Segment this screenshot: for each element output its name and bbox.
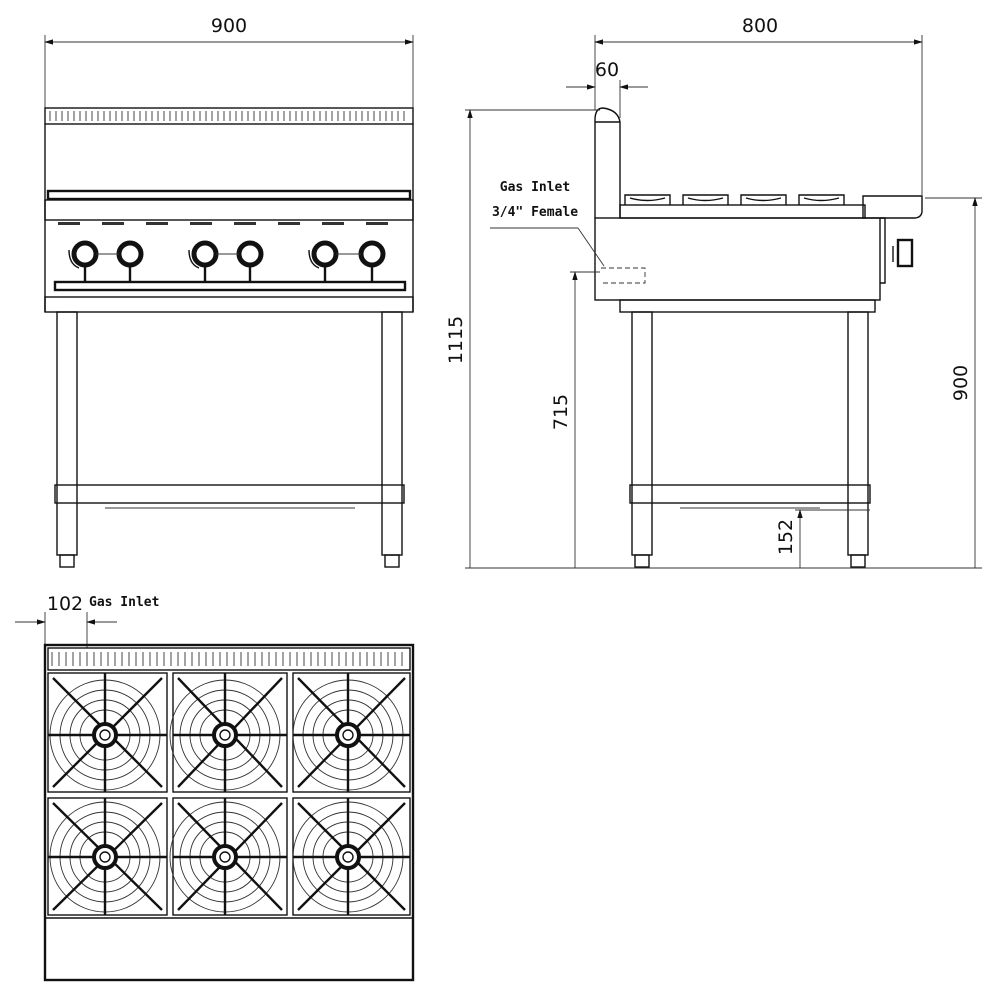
burner-grate [47, 797, 168, 916]
drip-tray [53, 280, 407, 292]
front-rail-profile [862, 195, 923, 219]
top-outline [43, 643, 415, 982]
burner-icon [212, 722, 238, 748]
knob-icon [116, 240, 144, 268]
burner-grate [169, 672, 288, 793]
vent-slot [322, 222, 344, 225]
rotation-arrow-icon [308, 249, 320, 269]
knob-icon [191, 240, 219, 268]
knob-icon [236, 240, 264, 268]
width-dimension: 900 [211, 15, 247, 37]
burner-cap [99, 729, 111, 741]
burner-cap [342, 851, 354, 863]
rear-vent-ribs [51, 652, 403, 666]
vent-slot [146, 222, 168, 225]
knob-icon [311, 240, 339, 268]
vent-slot [366, 222, 388, 225]
body-side [594, 217, 881, 301]
grate-frame [47, 672, 168, 793]
grate-profile [682, 194, 729, 205]
grate-profile [624, 194, 671, 205]
burner-grate [47, 672, 168, 793]
backsplash-vent [44, 107, 414, 125]
burner-cap [342, 729, 354, 741]
gas-inlet-offset-dimension: 102 [47, 593, 83, 615]
total-height-dimension: 1115 [445, 316, 467, 364]
backsplash-profile [594, 107, 621, 218]
burner-icon [335, 844, 361, 870]
backsplash-dimension: 60 [595, 59, 619, 81]
undershelf [54, 484, 405, 504]
knob-icon [71, 240, 99, 268]
gas-inlet-height-dimension: 715 [550, 394, 572, 430]
control-knobs [58, 222, 388, 282]
vent-slot [190, 222, 212, 225]
top-grate-edge [46, 189, 412, 201]
vent-slot [234, 222, 256, 225]
burner-icon [92, 722, 118, 748]
base-frame [44, 296, 414, 313]
grate-profile [798, 194, 845, 205]
side-legs [629, 311, 871, 568]
gas-inlet-size-label: 3/4" Female [492, 205, 578, 220]
rotation-arrow-icon [188, 249, 200, 269]
burner-cap [219, 851, 231, 863]
front-rail [44, 199, 414, 221]
work-height-dimension: 900 [950, 365, 972, 401]
gas-inlet-label: Gas Inlet [500, 180, 570, 195]
shelf-height-dimension: 152 [775, 519, 797, 555]
vent-slot [278, 222, 300, 225]
side-grates [624, 194, 845, 205]
burner-icon [212, 844, 238, 870]
vent-slot [58, 222, 80, 225]
grate-frame [172, 672, 288, 793]
vent-slot [102, 222, 124, 225]
side-knob [896, 238, 914, 268]
rotation-arrow-icon [68, 249, 80, 269]
burner-grate [169, 797, 288, 916]
burner-grate [292, 797, 411, 916]
burner-grate [292, 672, 411, 793]
top-gas-inlet-label: Gas Inlet [89, 595, 159, 610]
burner-cap [219, 729, 231, 741]
burner-grates [47, 672, 411, 916]
front-view: 900 [44, 15, 414, 568]
legs [56, 311, 403, 568]
depth-dimension: 800 [742, 15, 778, 37]
backsplash-ribs [49, 111, 405, 121]
burner-cap [99, 851, 111, 863]
top-view: 102 Gas Inlet [15, 593, 415, 982]
grate-profile [740, 194, 787, 205]
knob-icon [358, 240, 386, 268]
burner-icon [92, 844, 118, 870]
burner-icon [335, 722, 361, 748]
side-view: 800 60 Gas Inlet 3/4" Female 1115 [445, 15, 982, 569]
